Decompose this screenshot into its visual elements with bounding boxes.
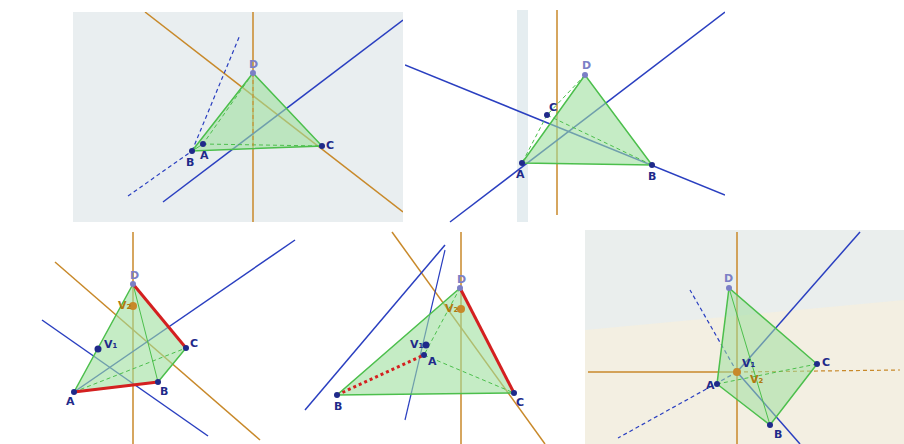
point-label: C (326, 140, 334, 151)
point-label: C (516, 397, 524, 408)
point-label: V₂ (118, 300, 131, 311)
point-label: D (249, 59, 258, 70)
point-label: B (648, 171, 656, 182)
point-label: D (582, 60, 591, 71)
point-label: A (66, 396, 75, 407)
point-label: D (457, 274, 466, 285)
point-label: A (516, 169, 525, 180)
point-label: V₁ (104, 339, 117, 350)
point-label: V₂ (445, 303, 458, 314)
point-label: V₂ (750, 374, 763, 385)
point-label: D (724, 273, 733, 284)
point-label: V₁ (410, 339, 423, 350)
point-label: C (549, 102, 557, 113)
point-label: B (186, 157, 194, 168)
point-label: C (190, 338, 198, 349)
point-label: A (428, 356, 437, 367)
point-label: C (822, 357, 830, 368)
point-label: B (334, 401, 342, 412)
point-label: B (160, 386, 168, 397)
point-label: A (706, 380, 715, 391)
point-label: D (130, 270, 139, 281)
point-label: V₁ (742, 358, 755, 369)
point-label: B (774, 429, 782, 440)
point-label: A (200, 150, 209, 161)
